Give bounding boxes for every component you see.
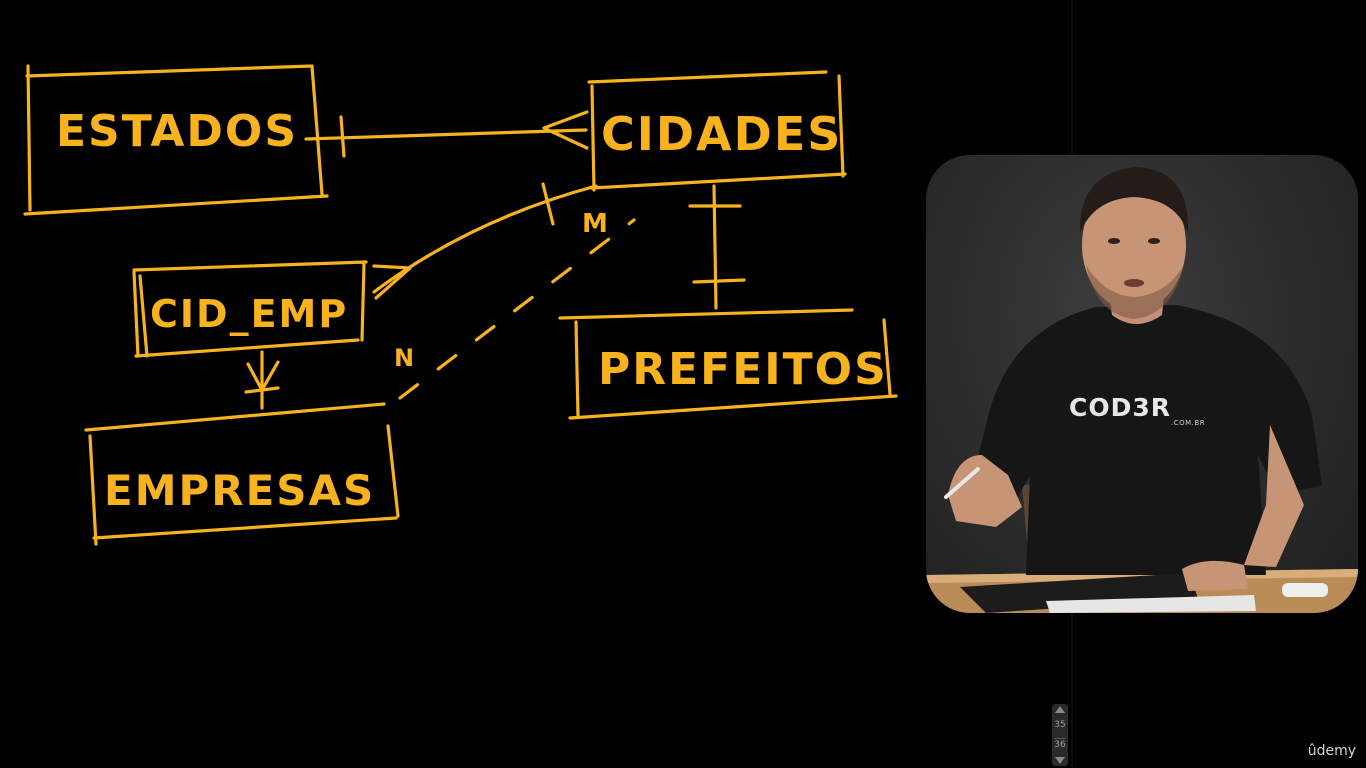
chevron-down-icon[interactable] [1055,756,1065,764]
relation-cidades-prefeitos [688,184,746,310]
cardinality-n-label: N [394,344,416,372]
udemy-logo: ûdemy [1307,743,1356,759]
entity-estados: ESTADOS [23,64,329,216]
entity-prefeitos: PREFEITOS [558,308,898,420]
entity-empresas: EMPRESAS [84,402,400,546]
page-current: 35 [1054,720,1066,731]
shirt-logo-sub: .COM.BR [1171,419,1206,427]
shirt-logo: COD3R [1069,393,1171,422]
entity-cidades-label: CIDADES [601,107,842,161]
entity-cid-emp-label: CID_EMP [150,292,348,336]
presenter-figure [926,167,1358,613]
relation-empresas-cidades-dashed: M N [394,209,636,400]
entity-estados-label: ESTADOS [56,106,298,157]
entity-empresas-label: EMPRESAS [104,466,375,515]
cardinality-m-label: M [582,209,610,239]
relation-cidemp-empresas [244,350,280,410]
chevron-up-icon[interactable] [1055,706,1065,713]
entity-prefeitos-label: PREFEITOS [598,344,888,395]
page-next: 36 [1054,737,1066,750]
entity-cid-emp: CID_EMP [132,260,368,358]
entity-cidades: CIDADES [587,70,847,192]
relation-cidades-cidemp [372,182,598,300]
page-scroller[interactable]: 35 36 [1052,704,1068,766]
presenter-video: COD3R .COM.BR [926,155,1358,613]
relation-estados-cidades [304,110,589,158]
